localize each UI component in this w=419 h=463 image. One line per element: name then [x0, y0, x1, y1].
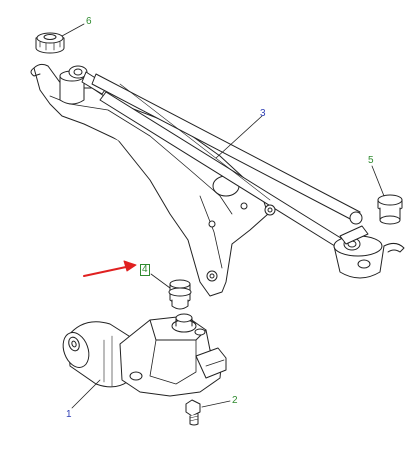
- callout-6: 6: [86, 16, 92, 27]
- leader-6: [61, 23, 85, 37]
- leader-4: [150, 273, 171, 289]
- red-pointer-arrow: [83, 260, 137, 277]
- wiper-motor-part-1: [62, 313, 227, 397]
- bolt-part-2: [185, 399, 201, 426]
- leader-1: [71, 379, 101, 409]
- grommet-part-5: [377, 194, 403, 225]
- callout-2: 2: [232, 395, 238, 406]
- leader-2: [201, 400, 231, 408]
- callout-1: 1: [66, 409, 72, 420]
- linkage-frame-part-3: [30, 63, 405, 297]
- callout-3: 3: [260, 108, 266, 119]
- leader-5: [371, 165, 385, 197]
- grommet-part-6: [35, 32, 65, 54]
- callout-4: 4: [140, 264, 150, 276]
- callout-5: 5: [368, 155, 374, 166]
- grommet-part-4: [168, 279, 192, 310]
- leader-3: [215, 115, 263, 159]
